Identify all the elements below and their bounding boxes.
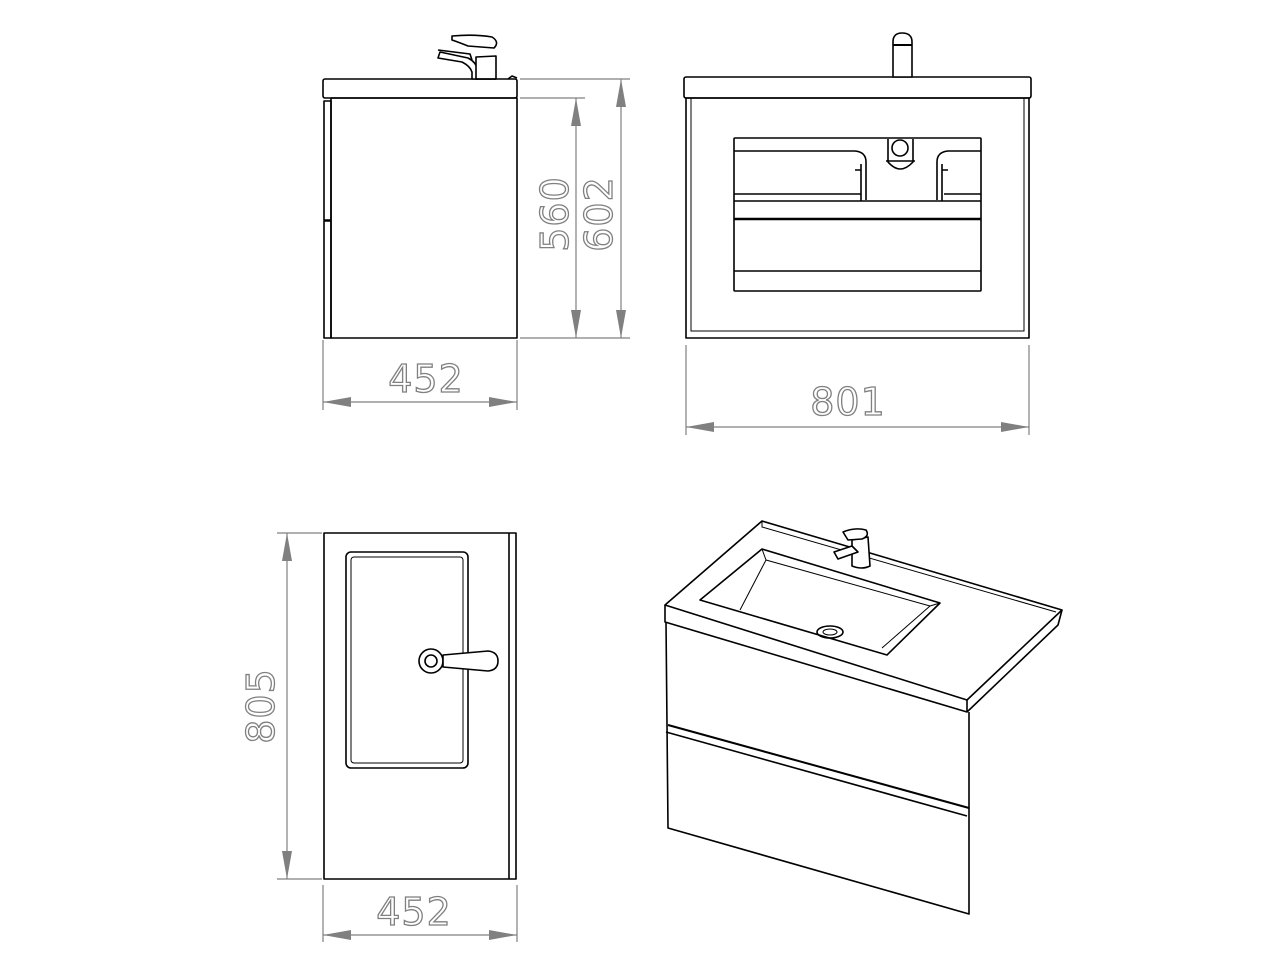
faucet-front-icon: [892, 32, 913, 78]
top-view: [323, 532, 517, 880]
top-view-dimensions: 805 452: [238, 532, 518, 942]
dim-top-length: 805: [239, 668, 283, 744]
isometric-view: [664, 520, 1063, 915]
dim-side-depth: 452: [388, 357, 464, 401]
dim-height-total: 602: [577, 176, 621, 252]
dim-top-depth: 452: [376, 890, 452, 934]
faucet-top-icon: [418, 648, 499, 674]
side-view: [322, 34, 518, 339]
dim-front-width: 801: [810, 380, 886, 424]
faucet-side-icon: [437, 34, 518, 80]
faucet-iso-icon: [833, 528, 871, 569]
side-view-dimensions: 560 602 452: [322, 78, 630, 410]
dim-height-body: 560: [533, 176, 577, 252]
front-view: [683, 32, 1032, 339]
front-view-dimensions: 801: [685, 345, 1030, 435]
